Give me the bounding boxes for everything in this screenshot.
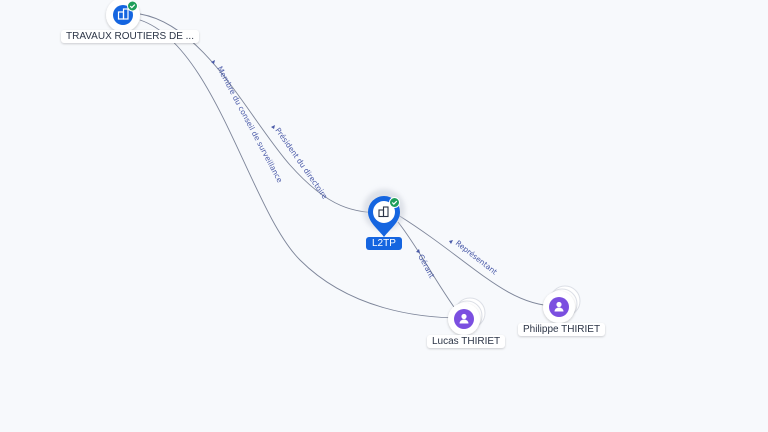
edge-label-gerant: Gérant <box>416 253 436 280</box>
person-icon <box>459 313 469 324</box>
verified-badge-icon <box>389 197 400 208</box>
arrow-marker <box>449 240 453 244</box>
person-icon <box>554 301 564 312</box>
edge-markers <box>211 60 453 253</box>
node-label-philippe[interactable]: Philippe THIRIET <box>518 323 606 336</box>
edge-travaux-l2tp[interactable] <box>139 13 383 214</box>
node-label-l2tp[interactable]: L2TP <box>366 237 402 250</box>
building-icon <box>117 8 129 20</box>
edge-travaux-lucas[interactable] <box>139 19 463 319</box>
arrow-marker <box>416 249 420 253</box>
node-label-travaux[interactable]: TRAVAUX ROUTIERS DE ... <box>61 30 199 43</box>
arrow-marker <box>271 125 275 129</box>
node-label-lucas[interactable]: Lucas THIRIET <box>427 335 506 348</box>
edge-labels: Membre du conseil de surveillance Présid… <box>215 65 499 280</box>
node-travaux[interactable] <box>106 0 140 32</box>
edge-philippe-l2tp[interactable] <box>397 214 556 307</box>
edge-label-president: Président du directoire <box>273 126 329 201</box>
edge-label-membre: Membre du conseil de surveillance <box>215 65 284 185</box>
building-icon <box>378 206 389 218</box>
node-lucas[interactable] <box>448 297 486 335</box>
arrow-marker <box>211 60 215 64</box>
node-l2tp[interactable] <box>363 189 405 237</box>
node-philippe[interactable] <box>543 285 581 323</box>
verified-badge-icon <box>127 0 138 12</box>
